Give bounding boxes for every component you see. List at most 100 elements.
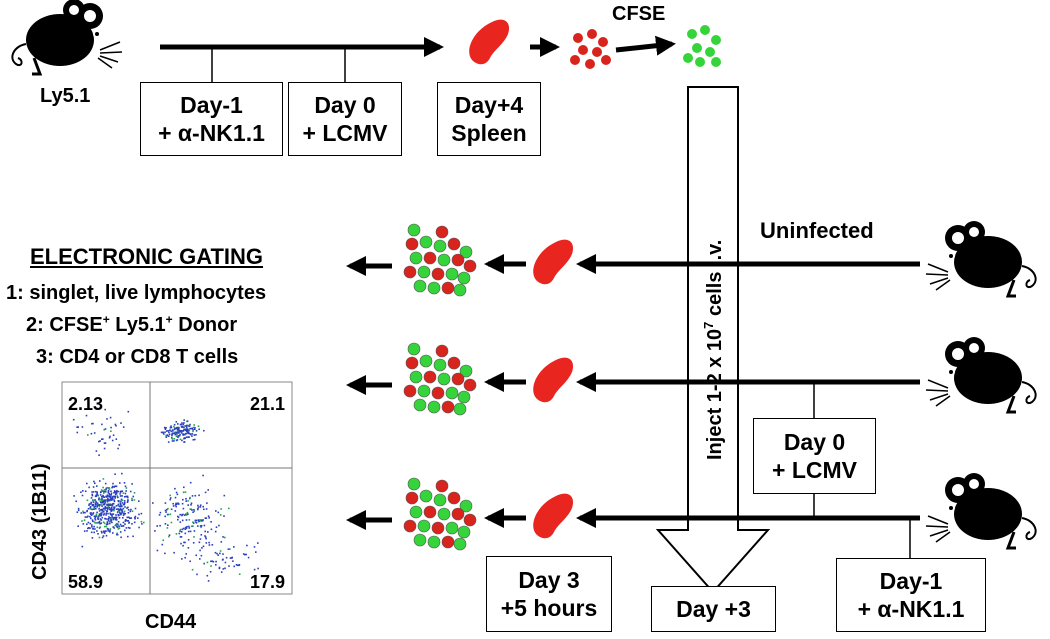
flow-dot [98, 527, 101, 529]
flow-dot [102, 499, 104, 501]
cell-dot [405, 491, 419, 505]
flow-dot [197, 504, 199, 507]
flow-dot [81, 520, 83, 522]
flow-dot [188, 425, 190, 427]
flow-dot [98, 536, 101, 539]
flow-dot [121, 499, 124, 502]
flow-dot [113, 509, 115, 512]
flow-dot [100, 498, 102, 501]
flow-dot [111, 498, 114, 501]
flow-dot [201, 520, 203, 522]
flow-dot [97, 518, 99, 520]
cell-dot [437, 372, 451, 386]
cell-dot [445, 386, 459, 400]
flow-dot [201, 519, 204, 522]
cell-dot [433, 493, 447, 507]
flow-dot [119, 502, 122, 504]
flow-dot [184, 514, 186, 516]
flow-dot [103, 428, 105, 431]
flow-dot [101, 499, 103, 502]
flow-dot [115, 516, 117, 519]
flow-dot [134, 507, 137, 510]
flow-dot [108, 508, 111, 511]
flow-dot [184, 526, 187, 529]
flow-dot [101, 531, 103, 534]
flow-dot [133, 492, 136, 494]
flow-dot [103, 496, 105, 498]
flow-dot [165, 436, 168, 438]
cell-dot [409, 251, 423, 265]
flow-dot [114, 524, 116, 527]
flow-dot [113, 499, 115, 501]
flow-dot [121, 502, 124, 504]
flow-dot [97, 503, 99, 506]
flow-dot [119, 505, 122, 508]
spleen-row2-icon [533, 357, 574, 403]
flow-dot [127, 499, 129, 501]
flow-dot [98, 454, 100, 456]
flow-dot [110, 517, 113, 519]
flow-dot [203, 524, 206, 527]
flow-dot [197, 525, 199, 527]
flow-dot [215, 560, 217, 563]
flow-dot [169, 497, 172, 499]
flow-dot [133, 499, 136, 501]
flow-dot [115, 522, 118, 525]
flow-dot [90, 503, 92, 505]
flow-dot [117, 521, 120, 523]
flow-dot [120, 513, 122, 516]
flow-dot [104, 501, 106, 504]
flow-dot [109, 522, 111, 525]
flow-dot [105, 487, 108, 490]
flow-dot [173, 425, 175, 428]
flow-dot [98, 510, 101, 512]
flow-dot [170, 508, 173, 511]
flow-dot [115, 485, 118, 488]
flow-dot [111, 439, 114, 442]
flow-dot [174, 427, 176, 430]
flow-dot [105, 534, 108, 537]
flow-dot [103, 532, 106, 534]
flow-dot [170, 425, 172, 427]
flow-dot [94, 499, 96, 501]
flow-dot [176, 433, 178, 435]
flow-dot [90, 432, 93, 435]
flow-dot [112, 434, 115, 436]
flow-dot [121, 472, 123, 475]
flow-dot [180, 531, 183, 533]
cell-dot [427, 535, 441, 549]
flow-dot [124, 501, 126, 504]
flow-dot [222, 568, 225, 570]
flow-dot [81, 545, 84, 548]
flow-dot [103, 522, 106, 525]
flow-dot [111, 521, 113, 524]
flow-dot [167, 524, 169, 526]
cell-dot [423, 251, 437, 265]
flow-dot [202, 505, 204, 508]
cell-dot [447, 491, 461, 505]
flow-dot [115, 514, 117, 516]
flow-dot [166, 527, 169, 529]
flow-dot [229, 557, 232, 559]
flow-dot [102, 501, 105, 504]
flow-dot [112, 495, 115, 498]
flow-dot [177, 423, 179, 425]
flow-dot [196, 573, 198, 576]
cell-dot [431, 386, 445, 400]
flow-dot [123, 496, 126, 498]
flow-dot [178, 428, 180, 431]
flow-dot [182, 433, 184, 436]
flow-dot [189, 560, 191, 563]
flow-dot [100, 508, 102, 511]
flow-dot [107, 528, 109, 530]
flow-dot [87, 527, 89, 530]
flow-dot [203, 508, 205, 511]
flow-dot [88, 504, 90, 506]
flow-dot [181, 430, 184, 432]
flow-dot [187, 436, 189, 438]
flow-dot [121, 509, 123, 512]
flow-dot [173, 423, 176, 426]
cell-dot [451, 372, 465, 386]
flow-dot [120, 498, 123, 501]
flow-dot [133, 521, 136, 524]
